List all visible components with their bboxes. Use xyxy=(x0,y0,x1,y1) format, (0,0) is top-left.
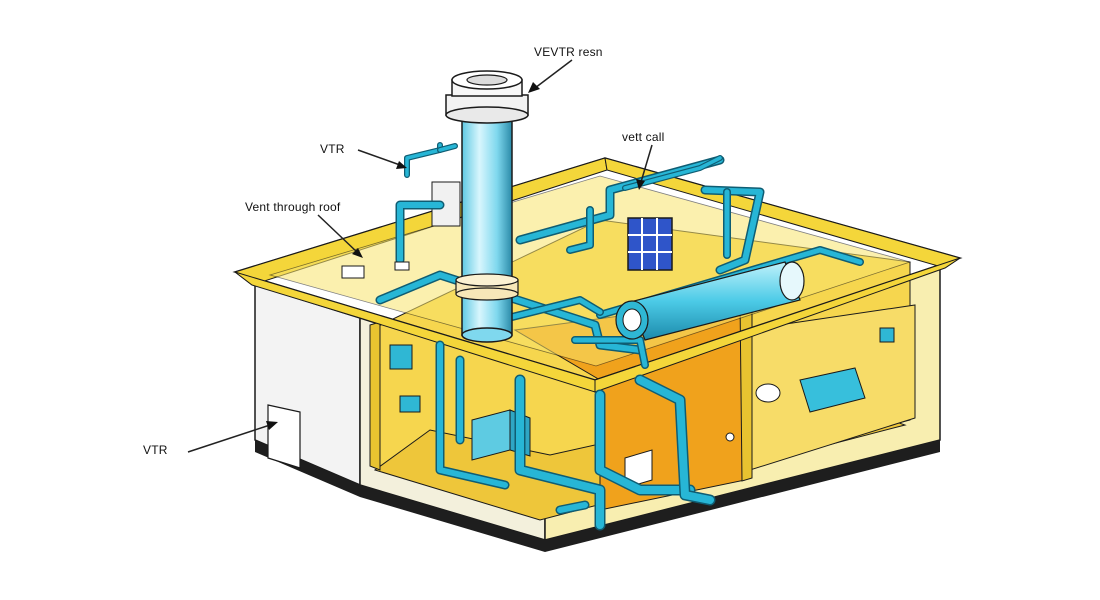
wall-box-small xyxy=(399,395,421,413)
floor-drain xyxy=(725,432,735,442)
label-vent-call: vett call xyxy=(622,130,665,144)
roof-hatch xyxy=(341,265,365,279)
small-roof-vent xyxy=(404,142,458,178)
partition-wall-center xyxy=(739,297,753,482)
roof-flange xyxy=(394,261,410,271)
window xyxy=(627,217,673,271)
wall-switch xyxy=(879,327,895,343)
bathtub xyxy=(799,367,866,413)
label-vevtr: VEVTR resn xyxy=(534,45,603,59)
partition-wall-left xyxy=(369,321,381,471)
roof-rim-front xyxy=(234,271,596,393)
label-vent-through-roof: Vent through roof xyxy=(245,200,341,214)
label-vtr-top: VTR xyxy=(320,142,345,156)
label-vtr-left: VTR xyxy=(143,443,168,457)
electrical-panel xyxy=(389,344,413,370)
exterior-door xyxy=(267,404,301,469)
roof-rim-front-right xyxy=(594,257,961,393)
toilet xyxy=(755,383,781,403)
callout-arrows xyxy=(187,59,653,453)
main-vent-stack xyxy=(445,70,529,343)
horizontal-vent-drum xyxy=(615,261,805,341)
